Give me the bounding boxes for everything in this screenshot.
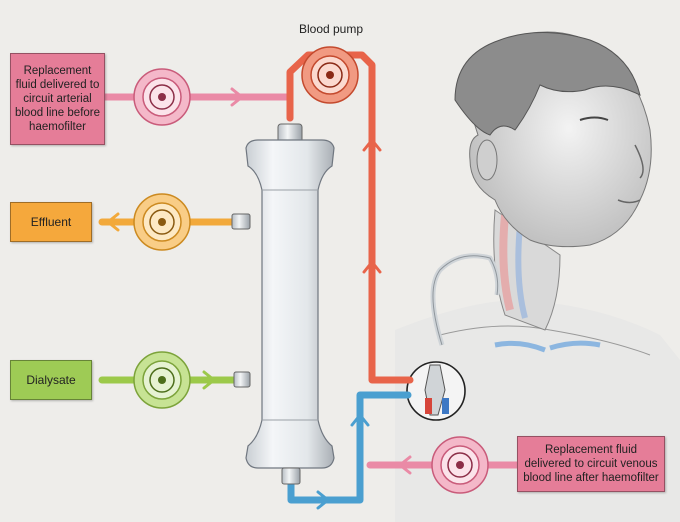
replacement-fluid-post-filter-box: Replacement fluid delivered to circuit v… [517,436,665,492]
effluent-pump [133,193,191,251]
replacement-post-pump [431,436,489,494]
replacement-fluid-pre-filter-box: Replacement fluid delivered to circuit a… [10,53,105,145]
effluent-box: Effluent [10,202,92,242]
replacement-pre-pump [133,68,191,126]
blood-pump [301,46,359,104]
haemofilter [231,123,335,485]
catheter [406,253,501,421]
flow-arrows [106,87,412,510]
dialysate-pump [133,351,191,409]
dialysate-box: Dialysate [10,360,92,400]
blood-pump-label: Blood pump [298,22,364,36]
